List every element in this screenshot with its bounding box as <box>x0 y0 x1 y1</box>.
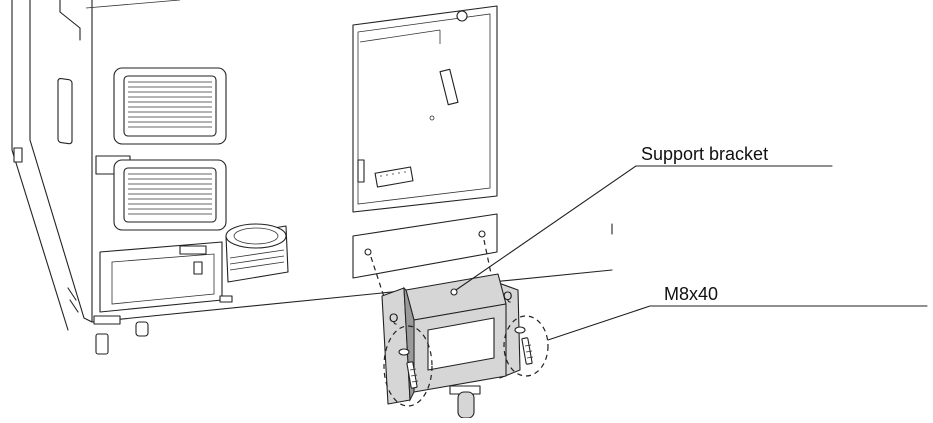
cabinet-top-bevel <box>59 0 81 41</box>
bracket-caster-wheel <box>457 391 475 419</box>
connector-tab <box>219 295 233 303</box>
compartment-screw <box>429 115 435 121</box>
connector-panel <box>99 241 233 313</box>
bracket-front-window <box>427 317 495 371</box>
rear-compartment <box>352 5 498 213</box>
cabinet-bottom-edge <box>91 269 613 323</box>
side-handle <box>57 77 73 145</box>
cabinet-bottom-corner <box>83 317 93 323</box>
side-latch <box>13 147 23 163</box>
callout-circle-right <box>503 315 549 377</box>
side-bottom-detail <box>67 287 79 313</box>
label-bolt-group: M8x40 <box>547 284 928 341</box>
caster-plate <box>93 315 121 325</box>
bolt-left <box>398 348 419 389</box>
connector-strip <box>179 245 207 255</box>
cabinet-top-line <box>85 0 181 9</box>
callout-circle-left <box>383 325 433 407</box>
cabinet-left-inner-edge <box>29 0 85 319</box>
cabinet <box>11 0 613 355</box>
lower-vent-grille <box>113 159 227 231</box>
compartment-opening <box>357 13 491 205</box>
label-support-bracket-group: Support bracket <box>455 144 833 291</box>
cable-port <box>225 223 289 283</box>
label-bolt: M8x40 <box>664 284 718 304</box>
compartment-hinge <box>357 159 365 183</box>
compartment-top-screw <box>456 10 468 22</box>
terminal-holes <box>380 171 406 177</box>
leveler-foot <box>95 333 109 355</box>
support-bracket: Q Q <box>381 273 521 419</box>
cabinet-left-edge <box>11 0 69 331</box>
alignment-line-left <box>370 256 386 301</box>
compartment-bracket <box>439 68 459 106</box>
bracket-top-hole <box>450 288 458 296</box>
bolt-right <box>514 326 534 365</box>
compartment-frame <box>352 5 498 213</box>
cabinet-caster <box>93 315 149 355</box>
leader-bolt <box>547 305 928 341</box>
compartment-inner-shelf <box>359 29 441 44</box>
base-hole-right <box>478 230 486 238</box>
caster-wheel <box>135 321 149 337</box>
bracket-left-slot: Q <box>389 311 398 325</box>
label-support-bracket: Support bracket <box>641 144 768 164</box>
bracket-right-slot: Q <box>503 289 512 303</box>
upper-vent-grille <box>113 67 227 145</box>
connector-switch <box>193 261 203 275</box>
compartment-terminal <box>374 166 414 188</box>
leader-support-bracket <box>455 165 833 291</box>
base-hole-left <box>364 248 372 256</box>
